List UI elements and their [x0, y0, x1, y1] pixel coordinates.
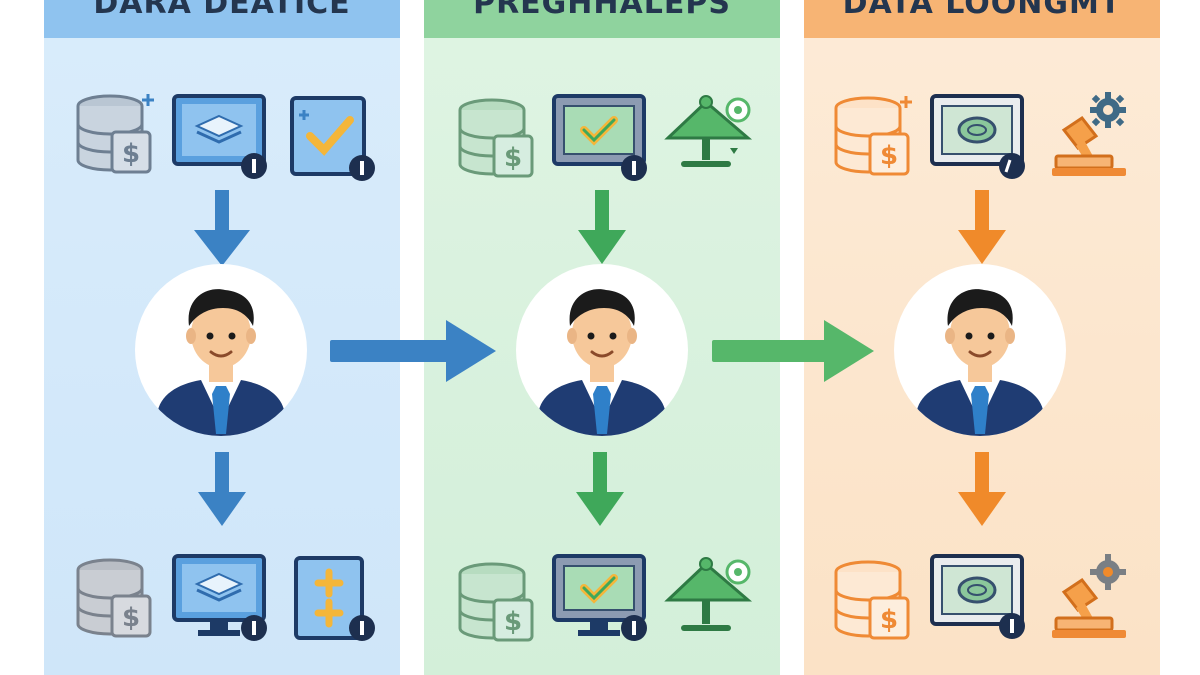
database-dollar-icon: $ [830, 554, 920, 644]
businessman-avatar-icon [894, 264, 1066, 436]
svg-text:$: $ [504, 143, 522, 173]
monitor-check-icon [552, 92, 652, 184]
svg-text:$: $ [880, 605, 898, 635]
monitor-coin-icon [930, 552, 1030, 642]
plus-sheet-icon [294, 556, 384, 646]
gear-stamp-icon [1050, 550, 1142, 644]
down-arrow-icon [958, 190, 1006, 264]
monitor-layers-icon [172, 552, 272, 644]
down-arrow-icon [958, 452, 1006, 526]
down-arrow-icon [576, 452, 624, 526]
svg-text:$: $ [122, 139, 140, 169]
svg-text:$: $ [122, 603, 140, 633]
monitor-layers-icon [172, 92, 272, 182]
database-dollar-icon: $ [454, 556, 544, 646]
monitor-check-icon [552, 552, 652, 644]
column-header: DATA LOONGMT [804, 0, 1160, 38]
svg-text:$: $ [504, 607, 522, 637]
businessman-avatar-icon [516, 264, 688, 436]
column-title: PREGHHALEPS [473, 0, 731, 21]
down-arrow-icon [198, 452, 246, 526]
signpost-icon [664, 554, 760, 638]
right-arrow-icon [712, 320, 874, 382]
signpost-icon [664, 94, 760, 176]
column-blue: DARA DEATICE $ [44, 0, 400, 675]
checkbox-icon [290, 96, 382, 186]
right-arrow-icon [330, 320, 496, 382]
database-dollar-icon: $ [72, 88, 162, 178]
gear-stamp-icon [1050, 90, 1142, 182]
database-dollar-icon: $ [454, 92, 544, 182]
column-title: DATA LOONGMT [842, 0, 1122, 21]
svg-text:$: $ [880, 141, 898, 171]
database-dollar-icon: $ [830, 90, 920, 180]
column-orange: DATA LOONGMT $ [804, 0, 1160, 675]
down-arrow-icon [194, 190, 250, 266]
column-header: PREGHHALEPS [424, 0, 780, 38]
column-header: DARA DEATICE [44, 0, 400, 38]
monitor-coin-icon [930, 92, 1030, 182]
column-green: PREGHHALEPS $ [424, 0, 780, 675]
database-dollar-icon: $ [72, 552, 162, 642]
businessman-avatar-icon [135, 264, 307, 436]
column-title: DARA DEATICE [93, 0, 351, 21]
down-arrow-icon [578, 190, 626, 264]
